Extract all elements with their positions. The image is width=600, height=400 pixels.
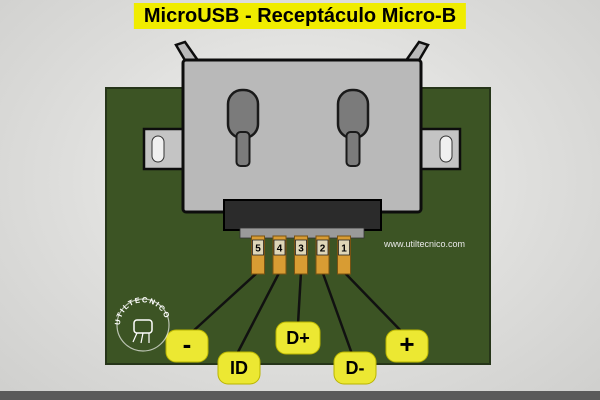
pin-numbers: 5 4 3 2 1	[252, 239, 350, 256]
line-pin2	[321, 270, 354, 356]
label-id: ID	[230, 358, 248, 378]
label-dplus-box	[275, 321, 321, 355]
pin-number-box-5	[252, 239, 264, 256]
post-right-head	[336, 88, 370, 140]
pin-number-box-3	[295, 239, 307, 256]
transistor-leg-2	[140, 332, 144, 344]
watermark-url: www.utiltecnico.com	[383, 239, 465, 249]
post-left-stem	[235, 131, 251, 167]
line-pin5	[189, 270, 260, 335]
label-dminus-box	[333, 351, 377, 385]
mounting-post-right	[336, 88, 370, 167]
label-vbus: +	[399, 329, 414, 359]
label-gnd-box	[165, 329, 209, 363]
label-gnd: -	[183, 329, 192, 359]
side-tab-right	[418, 127, 462, 171]
pin-number-box-4	[273, 239, 286, 256]
pin-number-3: 3	[298, 244, 304, 255]
shell-body	[181, 58, 423, 214]
label-dplus: D+	[286, 328, 310, 348]
pin-number-2: 2	[320, 244, 326, 255]
side-tab-left	[142, 127, 186, 171]
label-vbus-box	[385, 329, 429, 363]
bottom-strip	[0, 391, 600, 400]
connector-shell	[174, 40, 430, 239]
pin-number-box-2	[316, 239, 329, 256]
pin-number-1: 1	[341, 244, 347, 255]
post-right-stem	[345, 131, 361, 167]
logo-circle	[116, 298, 170, 352]
fanout-lines	[189, 270, 405, 356]
transistor-leg-1	[132, 332, 138, 343]
line-pin1	[342, 270, 405, 335]
pin-number-5: 5	[255, 244, 261, 255]
diagram-title: MicroUSB - Receptáculo Micro-B	[133, 3, 467, 29]
pin-number-box-1	[338, 239, 350, 256]
mounting-post-left	[226, 88, 260, 167]
line-pin3	[296, 270, 303, 326]
label-dminus: D-	[346, 358, 365, 378]
post-left-head	[226, 88, 260, 140]
line-pin4	[235, 270, 281, 356]
pin-number-4: 4	[277, 244, 283, 255]
side-tab-left-hole	[151, 135, 165, 163]
label-id-box	[217, 351, 261, 385]
contact-block	[223, 199, 382, 231]
pin-labels: - ID D+ D- +	[165, 321, 429, 385]
side-tab-right-hole	[439, 135, 453, 163]
